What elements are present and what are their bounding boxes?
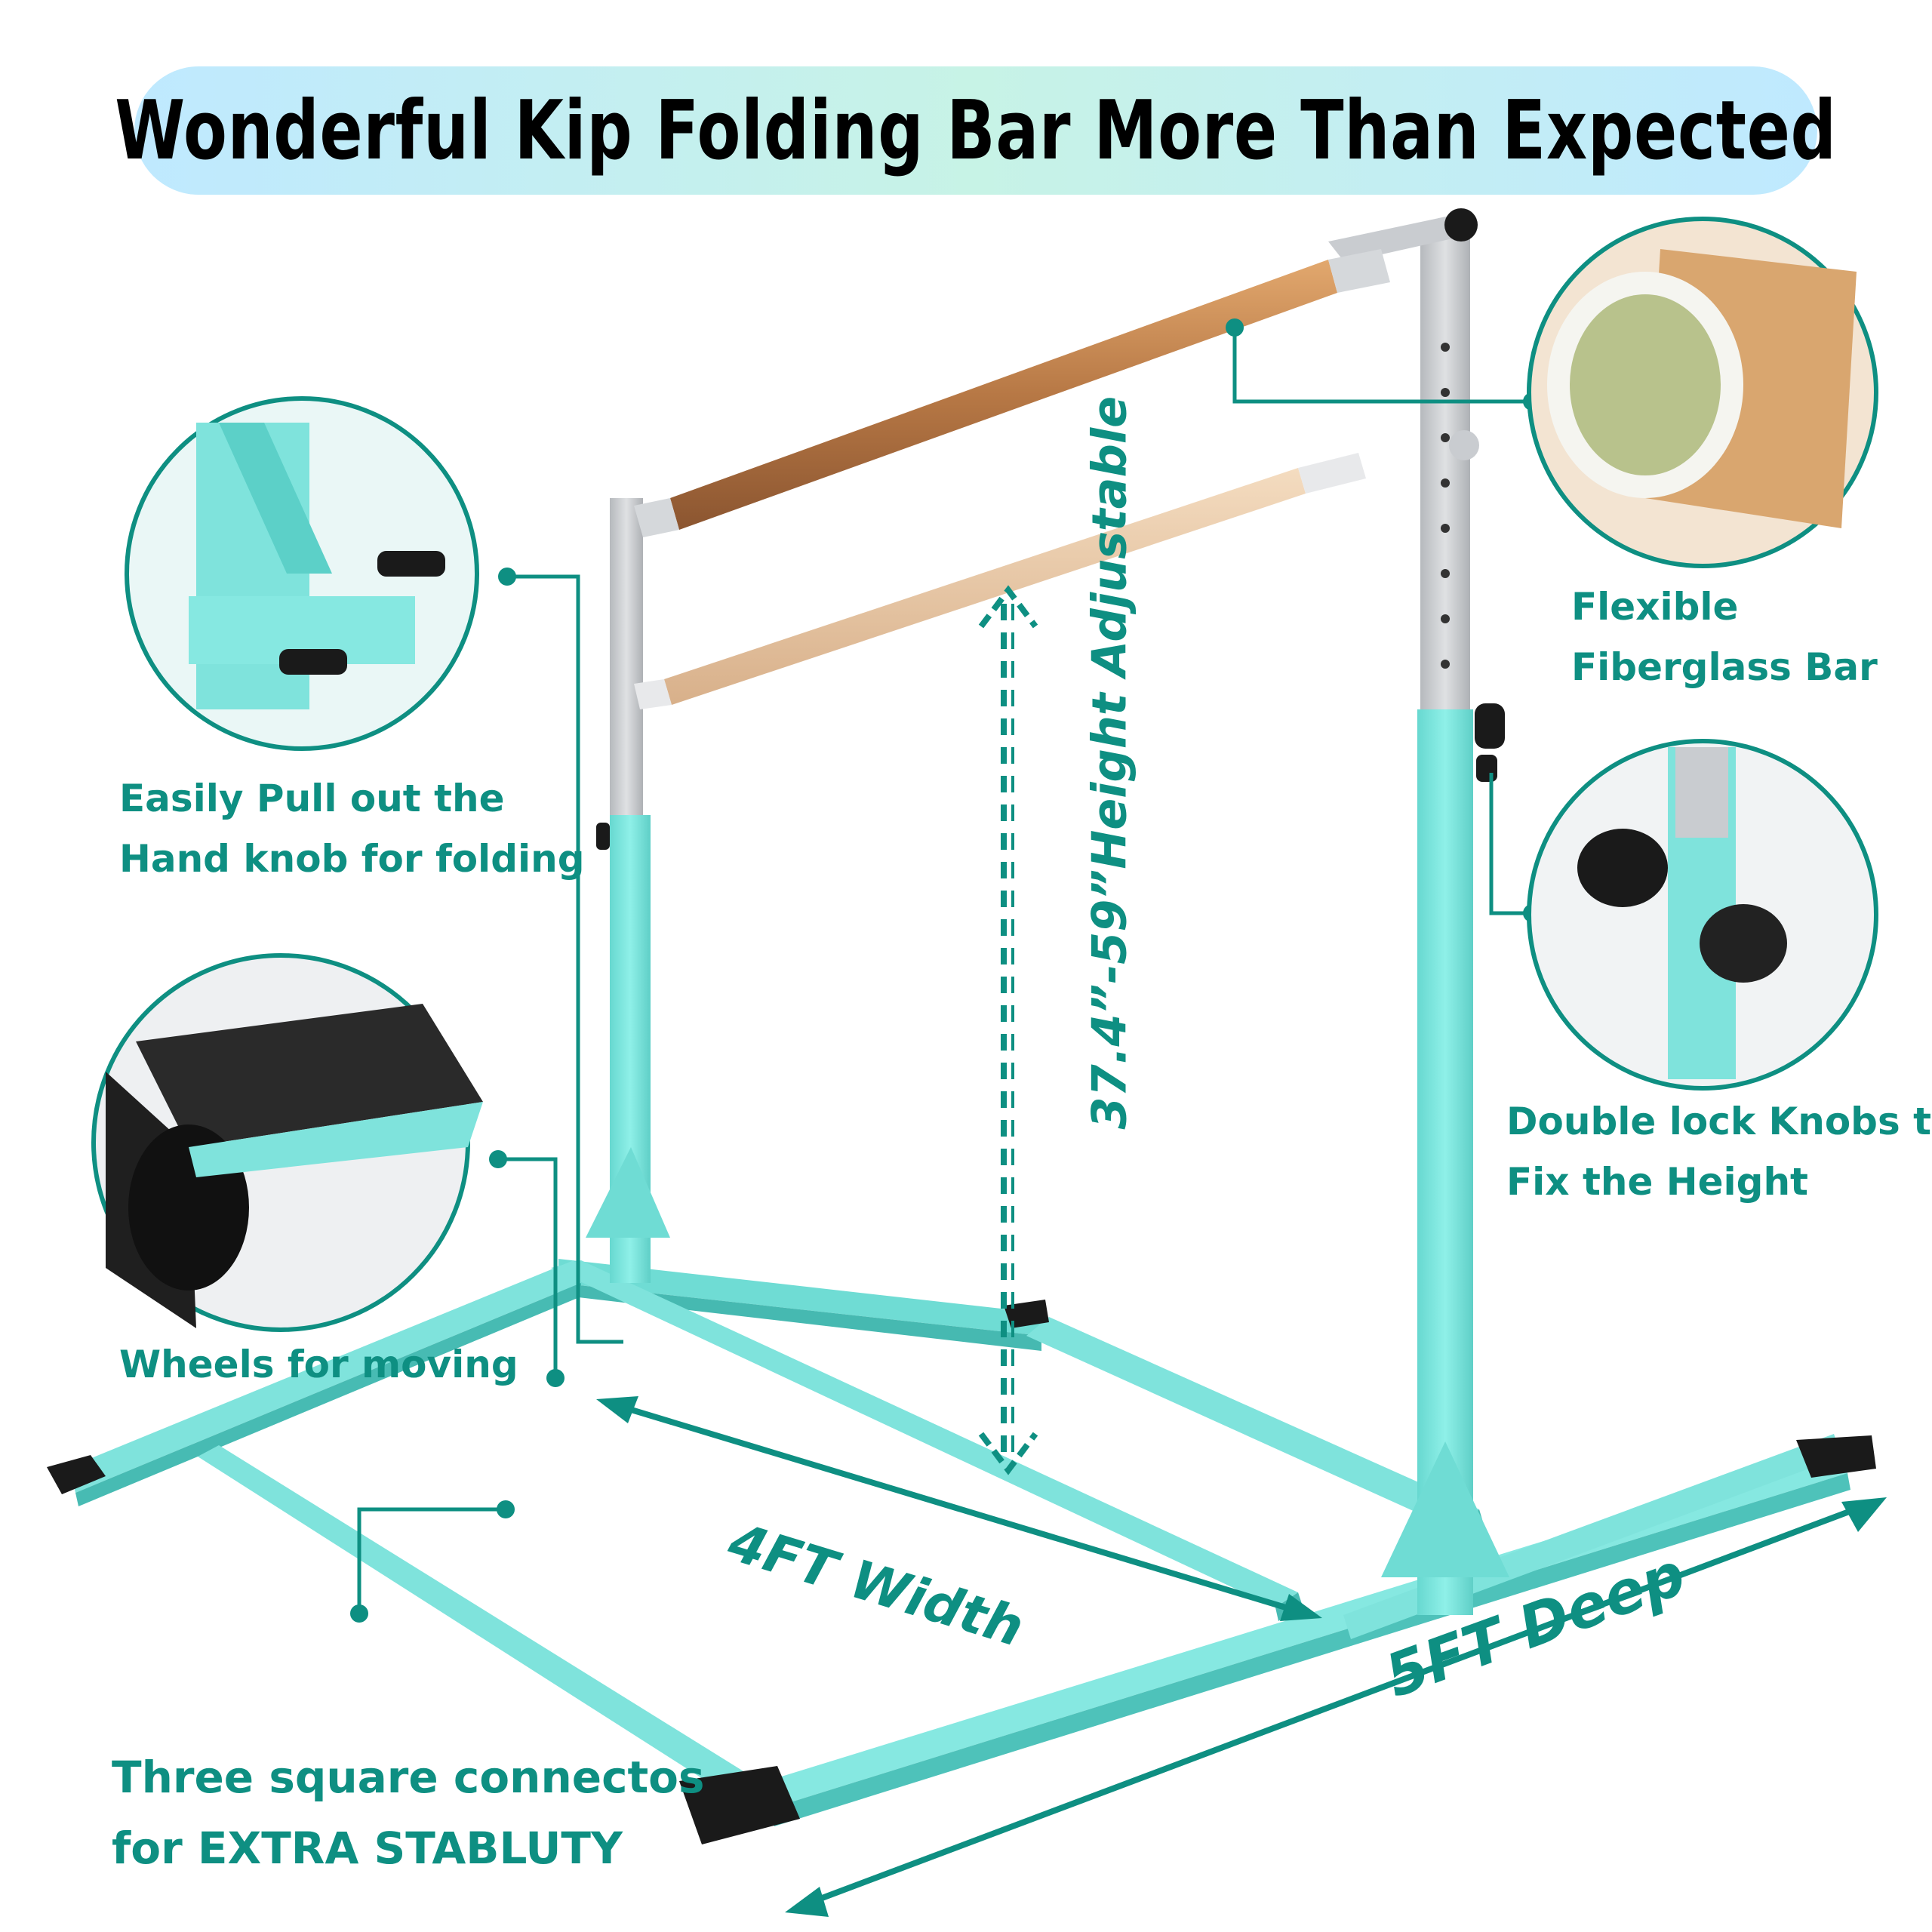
knob-callout-line1: Easily Pull out the [119,777,505,820]
page-title: Wonderful Kip Folding Bar More Than Expe… [115,83,1837,178]
callout-leader-lines [357,328,1532,1614]
wheels-callout-line1: Wheels for moving [119,1343,518,1386]
wheels-detail-circle [91,953,483,1332]
left-upright [586,498,670,1283]
wheels-callout: Wheels for moving [119,1334,518,1395]
fiberglass-callout-line2: Fiberglass Bar [1571,645,1878,689]
height-dimension-arrow [978,585,1038,1475]
connectors-callout-line1: Three square connectos [112,1752,705,1803]
top-fiberglass-bar [634,249,1390,537]
height-dimension-label: 37.4”-59”Height Adjustable [1081,395,1137,1130]
width-dimension-arrow [596,1396,1322,1621]
fiberglass-callout: Flexible Fiberglass Bar [1571,577,1878,697]
depth-dimension-arrow [785,1497,1887,1917]
rubber-feet [47,1300,1876,1844]
fiberglass-detail-circle [1527,217,1878,568]
callout-leader-dots [350,318,1541,1623]
double-lock-callout-line2: Fix the Height [1506,1160,1808,1204]
base-left-rail [69,1260,581,1506]
fiberglass-callout-line1: Flexible [1571,585,1739,629]
knob-callout-line2: Hand knob for folding [119,837,585,881]
double-lock-callout: Double lock Knobs to Fix the Height [1506,1091,1932,1212]
knob-detail-circle [125,396,479,751]
double-lock-detail-circle [1527,739,1878,1091]
lower-fiberglass-bar [634,430,1479,709]
knob-callout: Easily Pull out the Hand knob for foldin… [119,768,585,889]
base-back-rail [558,1259,1041,1351]
double-lock-callout-line1: Double lock Knobs to [1506,1100,1932,1143]
title-banner [134,66,1817,195]
connectors-callout-line2: for EXTRA STABLUTY [112,1823,623,1874]
right-upright [1381,226,1509,1615]
top-right-cap [1328,208,1478,263]
connectors-callout: Three square connectos for EXTRA STABLUT… [112,1742,705,1884]
